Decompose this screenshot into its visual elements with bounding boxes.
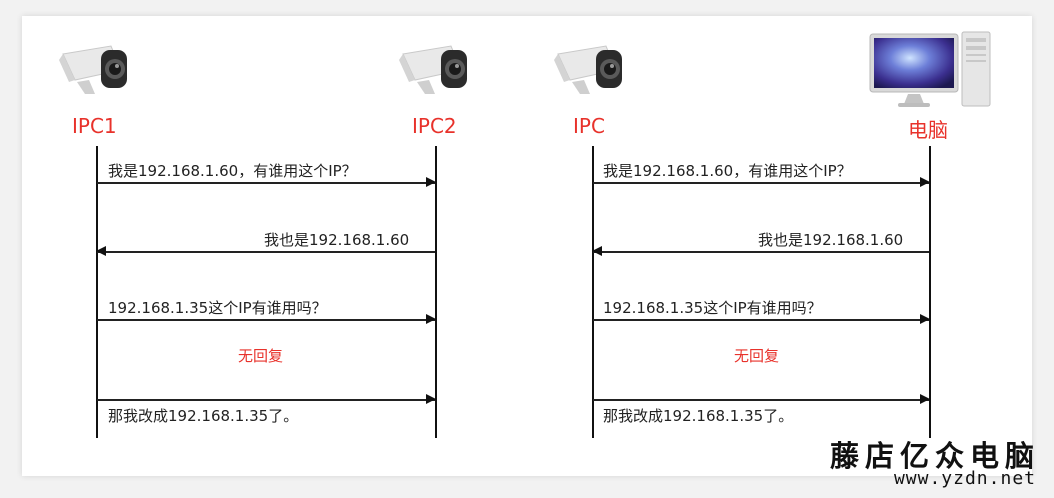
message-3: 192.168.1.35这个IP有谁用吗？ [603, 299, 822, 317]
message-1: 我是192.168.1.60，有谁用这个IP？ [603, 162, 852, 180]
ipc-camera-icon [550, 40, 632, 96]
arrow-1 [593, 178, 930, 186]
actor-label-computer: 电脑 [908, 118, 948, 142]
lifeline-computer [929, 146, 931, 438]
no-reply-label: 无回复 [238, 347, 284, 365]
watermark-name: 藤店亿众电脑 [829, 439, 1040, 473]
arrow-4 [97, 395, 436, 403]
message-3: 192.168.1.35这个IP有谁用吗？ [108, 299, 327, 317]
arrow-3 [97, 315, 436, 323]
arrow-1 [97, 178, 436, 186]
ipc2-camera-icon [395, 40, 477, 96]
actor-label-ipc1: IPC1 [72, 114, 117, 138]
message-2: 我也是192.168.1.60 [758, 231, 904, 249]
actor-label-ipc2: IPC2 [412, 114, 457, 138]
message-2: 我也是192.168.1.60 [264, 231, 410, 249]
message-5: 那我改成192.168.1.35了。 [603, 407, 794, 425]
watermark-url: www.yzdn.net [893, 468, 1036, 489]
lifeline-ipc [592, 146, 594, 438]
no-reply-label: 无回复 [734, 347, 780, 365]
message-1: 我是192.168.1.60，有谁用这个IP？ [108, 162, 357, 180]
lifeline-ipc1 [96, 146, 98, 438]
message-5: 那我改成192.168.1.35了。 [108, 407, 299, 425]
actor-label-ipc: IPC [573, 114, 605, 138]
arrow-2 [592, 247, 929, 255]
arrow-2 [96, 247, 435, 255]
lifeline-ipc2 [435, 146, 437, 438]
arrow-4 [593, 395, 930, 403]
arrow-3 [593, 315, 930, 323]
desktop-computer-icon [868, 30, 992, 110]
ipc1-camera-icon [55, 40, 137, 96]
